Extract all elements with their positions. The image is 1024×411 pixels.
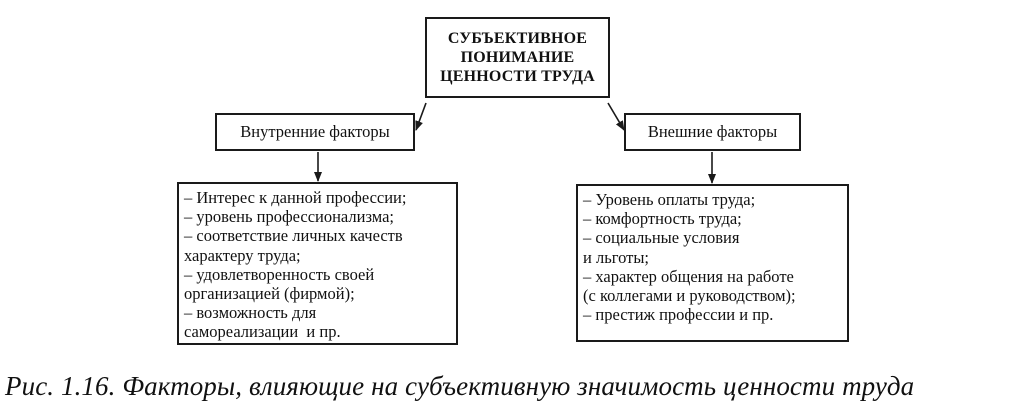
list-item: – соответствие личных качеств	[184, 226, 403, 246]
internal-factors-list-box: – Интерес к данной профессии; – уровень …	[177, 182, 458, 345]
list-item: (с коллегами и руководством);	[583, 286, 796, 306]
external-factors-label: Внешние факторы	[647, 122, 778, 141]
arrow-title-to-external	[607, 102, 625, 131]
title-line: ЦЕННОСТИ ТРУДА	[440, 68, 595, 85]
list-item: – характер общения на работе	[583, 266, 794, 286]
list-item: – удовлетворенность своей	[184, 264, 375, 284]
internal-factors-list: – Интерес к данной профессии; – уровень …	[184, 188, 446, 342]
title-line: ПОНИМАНИЕ	[460, 49, 575, 66]
list-item: – социальные условия	[583, 228, 740, 248]
list-item: – уровень профессионализма;	[184, 207, 394, 227]
figure-caption: Рис. 1.16. Факторы, влияющие на субъекти…	[5, 371, 915, 401]
list-item: – Уровень оплаты труда;	[583, 190, 756, 209]
list-item: – возможность для	[184, 303, 317, 323]
arrow-title-to-internal	[415, 102, 427, 131]
title-line: СУБЪЕКТИВНОЕ	[447, 30, 588, 47]
list-item: и льготы;	[583, 247, 649, 267]
external-factors-list-box: – Уровень оплаты труда; – комфортность т…	[576, 184, 849, 342]
internal-factors-label: Внутренние факторы	[240, 122, 390, 141]
list-item: – престиж профессии и пр.	[583, 305, 774, 325]
list-item: характеру труда;	[184, 245, 301, 265]
list-item: организацией (фирмой);	[184, 284, 355, 304]
internal-factors-box: Внутренние факторы	[215, 113, 415, 151]
list-item: самореализации и пр.	[184, 322, 341, 342]
title-box: СУБЪЕКТИВНОЕ ПОНИМАНИЕ ЦЕННОСТИ ТРУДА	[425, 17, 610, 98]
list-item: – комфортность труда;	[583, 209, 742, 229]
external-factors-list: – Уровень оплаты труда; – комфортность т…	[583, 190, 837, 324]
external-factors-box: Внешние факторы	[624, 113, 801, 151]
list-item: – Интерес к данной профессии;	[184, 188, 407, 207]
